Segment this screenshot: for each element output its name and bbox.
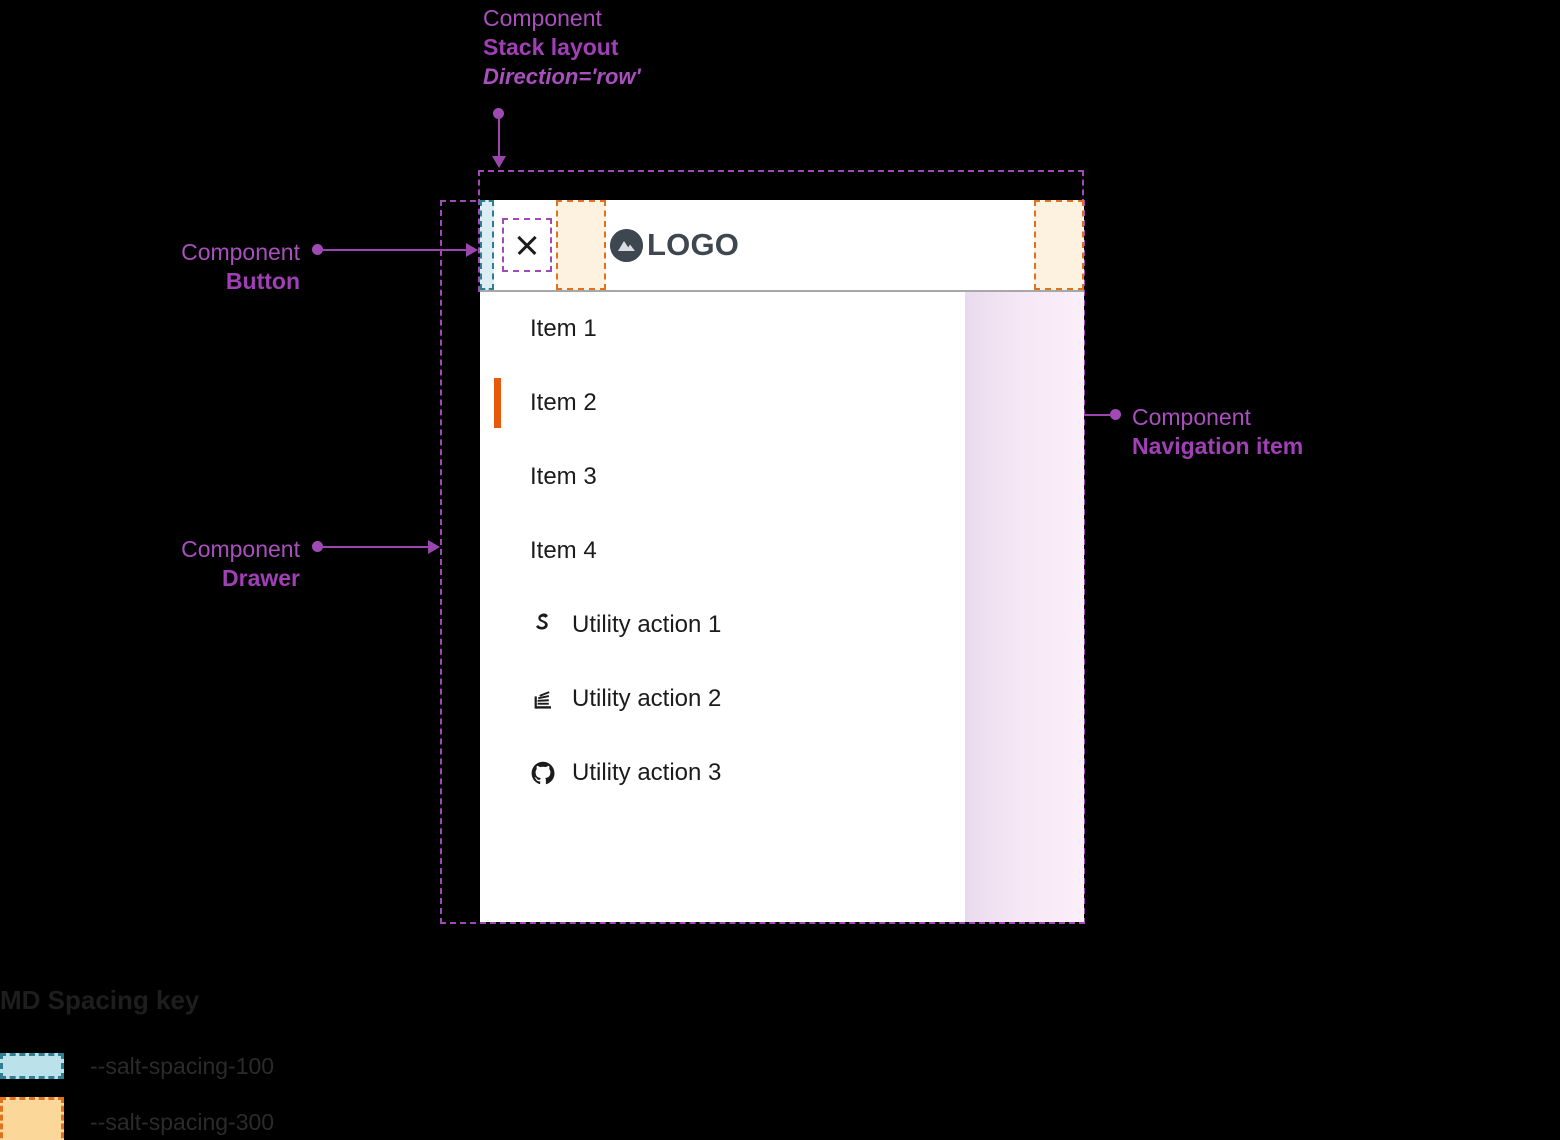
annotation-navigation-item-name: Navigation item xyxy=(1132,433,1304,460)
nav-item-2[interactable]: Item 2 xyxy=(480,366,1084,440)
spacing-100-token: --salt-spacing-100 xyxy=(90,1052,275,1079)
spacing-key: MD Spacing key --salt-spacing-100 --salt… xyxy=(0,985,560,1140)
spacing-key-row: --salt-spacing-100 xyxy=(0,1038,560,1094)
utility-action-1[interactable]: Utility action 1 xyxy=(480,588,1084,662)
spacing-key-title: MD Spacing key xyxy=(0,985,200,1015)
highlight-panel xyxy=(965,292,1084,922)
nav-item-label: Item 4 xyxy=(530,537,597,564)
stackoverflow-icon xyxy=(530,612,556,638)
annotation-drawer: Component Drawer xyxy=(60,535,300,594)
spacing-300-swatch xyxy=(0,1097,64,1140)
annotation-navigation-item-dot xyxy=(1110,409,1121,420)
brand-logo: LOGO xyxy=(610,200,739,290)
annotation-stack-layout-label: Component xyxy=(483,5,602,31)
nav-item-label: Item 3 xyxy=(530,463,597,490)
nav-item-4[interactable]: Item 4 xyxy=(480,514,1084,588)
annotation-stack-layout-dot xyxy=(493,108,504,119)
drawer: LOGO Item 1 Item 2 Item 3 Item 4 xyxy=(480,200,1084,922)
spacing-300-swatch-right-edge xyxy=(1034,200,1084,290)
annotation-drawer-name: Drawer xyxy=(222,565,300,592)
annotation-stack-layout-prop: Direction='row' xyxy=(483,63,641,89)
spacing-100-swatch-left xyxy=(480,200,494,290)
spacing-key-row: --salt-spacing-300 xyxy=(0,1094,560,1140)
utility-action-3[interactable]: Utility action 3 xyxy=(480,736,1084,810)
utility-action-2[interactable]: Utility action 2 xyxy=(480,662,1084,736)
spacing-300-swatch-after-button xyxy=(556,200,606,290)
stack-overflow-books-icon xyxy=(530,686,556,712)
mountain-logo-icon xyxy=(610,228,643,262)
navigation-list: Item 1 Item 2 Item 3 Item 4 Utility acti… xyxy=(480,292,1084,810)
drawer-header-stack: LOGO xyxy=(480,200,1084,292)
annotation-navigation-item-label: Component xyxy=(1132,404,1251,430)
github-icon xyxy=(530,760,556,786)
annotation-button: Component Button xyxy=(60,238,300,297)
annotation-drawer-dot xyxy=(312,541,323,552)
annotation-button-line xyxy=(320,249,468,251)
nav-item-label: Item 2 xyxy=(530,389,597,416)
annotation-button-dot xyxy=(312,244,323,255)
annotation-button-name: Button xyxy=(225,268,300,295)
annotation-stack-layout-line xyxy=(498,116,500,158)
annotation-drawer-line xyxy=(320,546,430,548)
nav-item-label: Item 1 xyxy=(530,315,597,342)
annotation-button-label: Component xyxy=(181,239,300,265)
nav-item-1[interactable]: Item 1 xyxy=(480,292,1084,366)
button-bounds xyxy=(502,218,552,272)
utility-action-label: Utility action 3 xyxy=(572,759,722,786)
spacing-300-token: --salt-spacing-300 xyxy=(90,1108,275,1135)
utility-action-label: Utility action 2 xyxy=(572,685,722,712)
annotation-navigation-item: Component Navigation item xyxy=(1132,403,1432,462)
spacing-100-swatch xyxy=(0,1053,64,1079)
annotation-stack-layout-arrowhead xyxy=(492,156,506,168)
annotation-drawer-label: Component xyxy=(181,536,300,562)
annotation-drawer-arrowhead xyxy=(428,540,440,554)
annotation-stack-layout-name: Stack layout xyxy=(483,34,619,61)
brand-text: LOGO xyxy=(647,227,740,262)
nav-item-3[interactable]: Item 3 xyxy=(480,440,1084,514)
annotation-button-arrowhead xyxy=(466,243,478,257)
utility-action-label: Utility action 1 xyxy=(572,611,722,638)
annotation-stack-layout: Component Stack layout Direction='row' xyxy=(483,4,641,91)
